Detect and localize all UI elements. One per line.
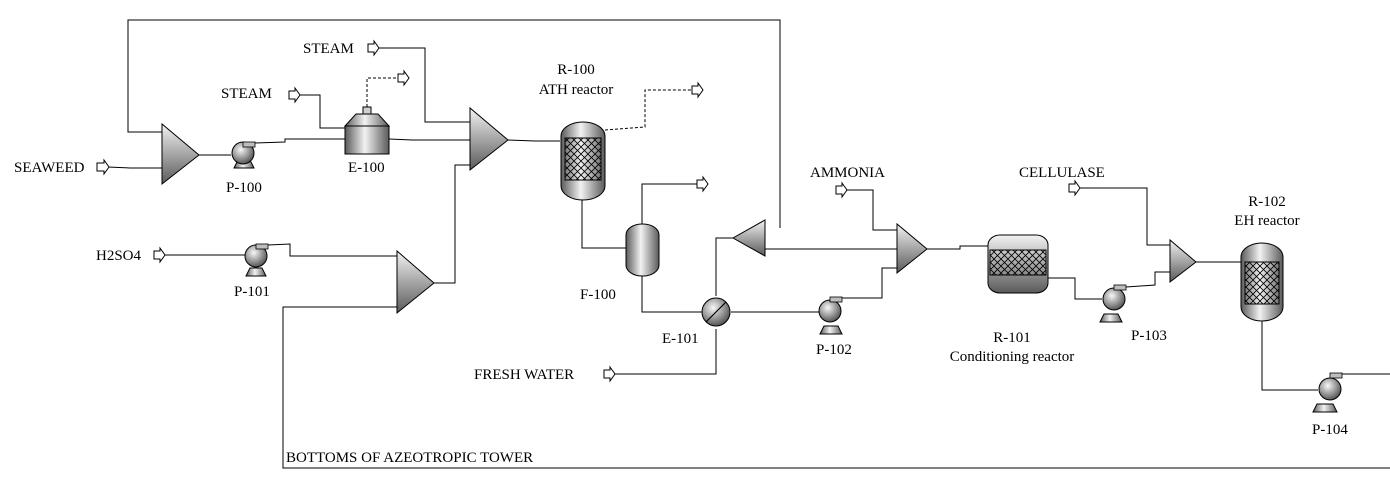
mixer-1-icon[interactable]: [161, 122, 200, 186]
stream-p103-to-mixer5[interactable]: [1125, 271, 1170, 288]
label-steam-2: STEAM: [303, 41, 354, 57]
label-steam-1: STEAM: [221, 86, 272, 102]
stream-fresh-water[interactable]: [614, 329, 717, 375]
mixer-4-icon[interactable]: [896, 222, 928, 275]
arrow-cellulase-icon: [1068, 179, 1081, 197]
mixer-5-icon[interactable]: [1169, 238, 1197, 284]
stream-ammonia[interactable]: [846, 189, 897, 231]
stream-r100-to-f100[interactable]: [581, 200, 627, 249]
stream-r100-vent[interactable]: [604, 89, 692, 131]
label-p104: P-104: [1312, 422, 1348, 438]
label-cellulase: CELLULASE: [1019, 165, 1105, 181]
stream-p102-to-mixer4[interactable]: [842, 267, 897, 299]
label-e100: E-100: [348, 160, 385, 176]
mixer-3-icon[interactable]: [396, 249, 435, 315]
stream-f100-vapor[interactable]: [641, 183, 697, 226]
r102-reactor-icon[interactable]: [1240, 242, 1284, 322]
stream-p100-to-e100[interactable]: [254, 138, 345, 144]
label-p102: P-102: [816, 342, 852, 358]
stream-steam2[interactable]: [377, 47, 470, 123]
arrow-seaweed-icon: [96, 158, 110, 176]
stream-bottoms[interactable]: [282, 306, 1390, 469]
pump-p101-icon[interactable]: [244, 243, 269, 277]
feed-arrows: [96, 39, 1081, 383]
e101-heat-exchanger-icon[interactable]: [701, 297, 731, 327]
e100-evaporator-icon[interactable]: [343, 106, 391, 155]
stream-steam1[interactable]: [298, 94, 345, 129]
stream-f100-to-e101[interactable]: [641, 274, 702, 313]
f100-flash-drum-icon[interactable]: [625, 223, 660, 277]
label-fresh-water: FRESH WATER: [474, 367, 574, 383]
label-r102-name: EH reactor: [1234, 213, 1299, 229]
arrow-h2so4-icon: [153, 246, 166, 264]
stream-recycle-top[interactable]: [127, 19, 781, 228]
label-seaweed: SEAWEED: [14, 160, 85, 176]
stream-mixer3-to-mixer2[interactable]: [433, 164, 470, 284]
pump-p102-icon[interactable]: [818, 296, 843, 335]
pump-p104-icon[interactable]: [1312, 372, 1343, 413]
stream-e101-to-splitter[interactable]: [715, 237, 735, 296]
stream-r101-to-p103[interactable]: [1047, 277, 1102, 300]
arrow-fresh-water-icon: [603, 365, 616, 383]
label-h2so4: H2SO4: [96, 248, 142, 264]
stream-e100-to-mixer2[interactable]: [388, 138, 470, 141]
arrow-ammonia-icon: [835, 181, 848, 199]
arrow-steam2-icon: [367, 39, 380, 57]
label-p103: P-103: [1131, 328, 1167, 344]
r100-reactor-icon[interactable]: [560, 121, 606, 201]
stream-mixer2-to-r100[interactable]: [507, 139, 560, 142]
pump-p100-icon[interactable]: [231, 141, 256, 169]
label-r101-name: Conditioning reactor: [950, 349, 1075, 365]
label-r100-id: R-100: [557, 62, 595, 78]
stream-e100-vent[interactable]: [366, 77, 398, 107]
label-bottoms: BOTTOMS OF AZEOTROPIC TOWER: [286, 450, 533, 466]
label-e101: E-101: [662, 331, 699, 347]
label-p101: P-101: [234, 284, 270, 300]
mixer-2-icon[interactable]: [469, 106, 509, 172]
arrow-steam1-icon: [288, 86, 301, 104]
label-f100: F-100: [580, 287, 616, 303]
r101-reactor-icon[interactable]: [987, 234, 1049, 294]
stream-cellulase[interactable]: [1080, 187, 1170, 246]
stream-seaweed[interactable]: [107, 166, 162, 169]
label-r101-id: R-101: [993, 330, 1031, 346]
labels: SEAWEED STEAM STEAM H2SO4 AMMONIA CELLUL…: [14, 41, 1348, 466]
arrow-f100-vapor-icon: [696, 175, 709, 193]
label-r102-id: R-102: [1248, 194, 1286, 210]
arrow-e100-vent-icon: [397, 69, 410, 87]
label-p100: P-100: [226, 180, 262, 196]
streams: [107, 19, 1390, 469]
stream-p101-to-mixer3[interactable]: [267, 243, 397, 257]
pump-p103-icon[interactable]: [1099, 284, 1127, 323]
arrow-r100-vent-icon: [691, 81, 704, 99]
label-ammonia: AMMONIA: [810, 165, 885, 181]
stream-mixer4-to-r101[interactable]: [927, 245, 990, 250]
label-r100-name: ATH reactor: [539, 82, 614, 98]
splitter-icon[interactable]: [731, 219, 766, 257]
stream-r102-to-p104[interactable]: [1261, 318, 1318, 391]
